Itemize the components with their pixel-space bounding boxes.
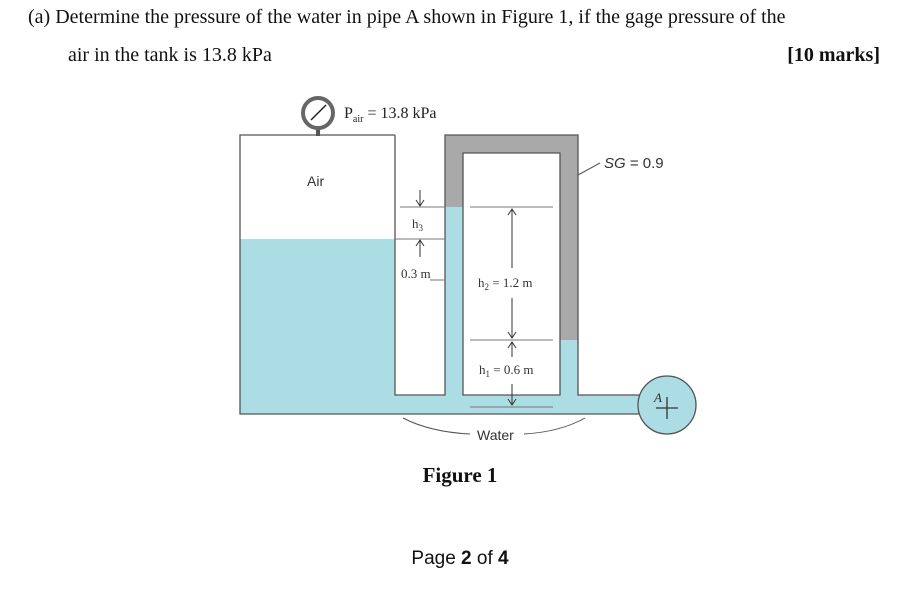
air-label: Air (307, 173, 324, 189)
h2-label: h2 = 1.2 m (478, 275, 532, 292)
right-leg-water (560, 340, 578, 400)
current-page: 2 (461, 548, 472, 569)
gauge-needle-icon (310, 104, 327, 121)
total-pages: 4 (498, 548, 509, 569)
h3-arrow-down-icon (415, 190, 425, 207)
sg-leader-line (577, 162, 601, 176)
water-label: Water (477, 427, 514, 443)
h2-arrow-down-icon (507, 298, 517, 339)
question-line-1: (a) Determine the pressure of the water … (28, 6, 786, 28)
h1-arrow-up-icon (507, 341, 517, 357)
distance-label: 0.3 m (401, 266, 431, 281)
gage-fluid-left-leg (445, 150, 463, 207)
sg-label: SG = 0.9 (604, 155, 664, 172)
gage-fluid-top (445, 135, 578, 153)
pipe-to-a (576, 395, 646, 414)
h1-label: h1 = 0.6 m (479, 362, 533, 379)
footer-prefix: Page (411, 548, 462, 569)
tank-water (240, 239, 395, 414)
figure-caption: Figure 1 (422, 463, 498, 487)
water-leader-left (402, 417, 471, 435)
pressure-label: Pair = 13.8 kPa (344, 105, 436, 125)
page-footer: Page 2 of 4 (0, 548, 920, 570)
point-a-label: A (653, 390, 662, 405)
water-leader-right (523, 417, 586, 435)
h2-arrow-up-icon (507, 208, 517, 268)
h3-label: h3 (412, 216, 424, 233)
h3-arrow-up-icon (415, 239, 425, 257)
tank-air-space (240, 135, 395, 239)
marks-label: [10 marks] (787, 44, 880, 66)
footer-middle: of (471, 548, 499, 569)
left-leg-water (445, 207, 463, 397)
question-line-2: air in the tank is 13.8 kPa (68, 44, 272, 66)
bottom-water-channel (240, 395, 580, 414)
h1-arrow-down-icon (507, 384, 517, 406)
gage-fluid-right-leg (560, 150, 578, 340)
